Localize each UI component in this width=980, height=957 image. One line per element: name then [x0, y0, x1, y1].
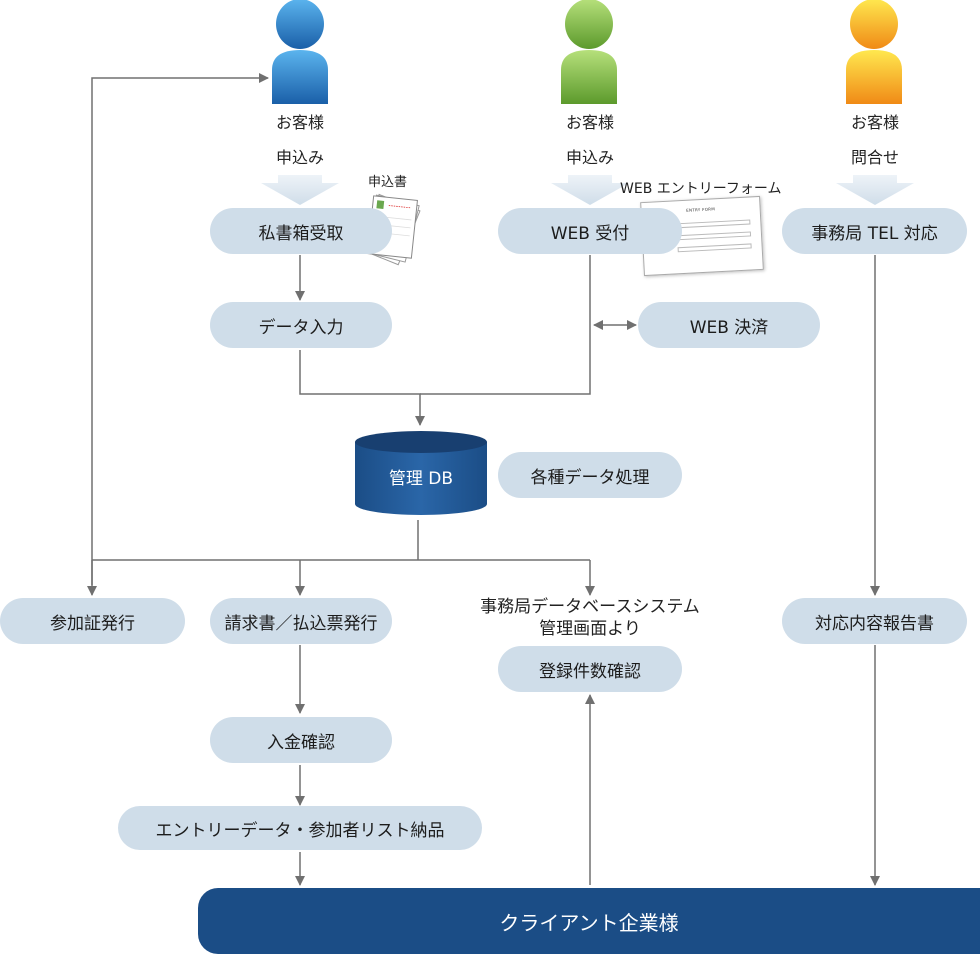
customer-person-icon-orange [840, 0, 908, 108]
customer-3-action: 問合せ [850, 148, 899, 167]
management-db-icon: 管理 DB [354, 430, 488, 516]
customer-person-icon-green [555, 0, 623, 108]
customer-1-action: 申込み [275, 148, 324, 167]
node-pass-issue: 参加証発行 [0, 598, 185, 644]
paper-form-label: 申込書 [368, 175, 408, 190]
customer-2-action: 申込み [565, 148, 614, 167]
web-form-label: WEB エントリーフォーム [620, 181, 782, 197]
node-po-box: 私書箱受取 [210, 208, 392, 254]
client-company-bar: クライアント企業様 [198, 888, 980, 954]
node-delivery: エントリーデータ・参加者リスト納品 [118, 806, 482, 850]
customer-1-label: お客様 [275, 113, 324, 132]
customer-person-icon-blue [266, 0, 334, 108]
node-registration-check: 登録件数確認 [498, 646, 682, 692]
customer-3-label: お客様 [850, 113, 899, 132]
down-chevrons [261, 175, 914, 205]
node-tel-support: 事務局 TEL 対応 [782, 208, 967, 254]
customer-2-label: お客様 [565, 113, 614, 132]
node-web-payment: WEB 決済 [638, 302, 820, 348]
node-invoice-issue: 請求書／払込票発行 [210, 598, 392, 644]
node-data-processing: 各種データ処理 [498, 452, 682, 498]
db-system-note-line1: 事務局データベースシステム [480, 597, 700, 617]
node-report: 対応内容報告書 [782, 598, 967, 644]
db-label: 管理 DB [388, 469, 454, 489]
node-web-reception: WEB 受付 [498, 208, 682, 254]
db-system-note-line2: 管理画面より [539, 619, 641, 639]
node-data-entry: データ入力 [210, 302, 392, 348]
node-payment-check: 入金確認 [210, 717, 392, 763]
